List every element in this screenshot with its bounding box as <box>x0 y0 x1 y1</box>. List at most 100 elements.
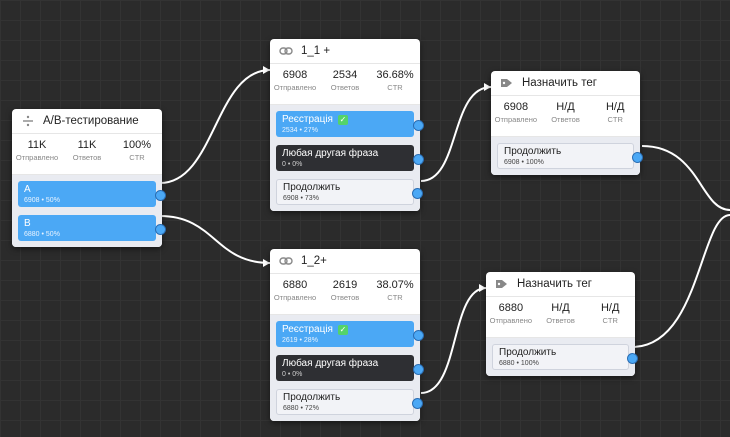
stat-answers: Н/Д <box>556 101 575 113</box>
output-port[interactable] <box>412 397 423 409</box>
button-label: Реєстрація <box>282 113 333 125</box>
button-label: Продолжить <box>504 145 562 157</box>
node-title: Назначить тег <box>522 77 597 89</box>
button-label: A <box>24 183 31 195</box>
stat-sent-label: Отправлено <box>15 153 59 162</box>
divide-icon <box>20 113 36 129</box>
output-port[interactable] <box>413 363 424 375</box>
wire-tag1-out <box>641 145 730 211</box>
check-icon: ✓ <box>337 114 348 125</box>
stat-sent: 11K <box>27 139 47 151</box>
output-port[interactable] <box>413 153 424 165</box>
node-title: А/В-тестирование <box>43 115 139 127</box>
link-icon <box>278 43 294 59</box>
button-label: Продолжить <box>283 391 341 403</box>
stat-ctr: Н/Д <box>605 101 625 113</box>
button-stats: 2619 • 28% <box>282 336 318 344</box>
node-body: Продолжить 6880 • 100% <box>486 338 638 376</box>
continue-button[interactable]: Продолжить 6880 • 100% <box>492 344 638 370</box>
tag-icon <box>494 276 510 292</box>
node-header: 1_1 + <box>270 39 420 64</box>
output-port[interactable] <box>413 329 424 341</box>
button-label: Продолжить <box>499 346 557 358</box>
stat-ctr-label: CTR <box>602 316 618 325</box>
stat-sent: 6908 <box>503 101 529 113</box>
output-port[interactable] <box>627 352 638 364</box>
output-port[interactable] <box>155 223 166 235</box>
wire-tag2-out <box>631 214 730 348</box>
output-port[interactable] <box>155 189 166 201</box>
node-header: А/В-тестирование <box>12 109 162 134</box>
stat-sent: 6908 <box>282 69 308 81</box>
variant-b-button[interactable]: B 6880 • 50% <box>18 215 166 241</box>
stat-ctr: 36.68% <box>376 69 414 81</box>
continue-button[interactable]: Продолжить 6908 • 100% <box>497 143 643 169</box>
node-title: 1_2+ <box>301 255 327 267</box>
button-stats: 6880 • 100% <box>499 359 539 367</box>
stat-answers-label: Ответов <box>546 316 575 325</box>
continue-button[interactable]: Продолжить 6908 • 73% <box>276 179 423 205</box>
stat-ctr-label: CTR <box>387 83 403 92</box>
registration-button[interactable]: Реєстрація ✓ 2619 • 28% <box>276 321 424 347</box>
stat-answers-label: Ответов <box>551 115 580 124</box>
button-stats: 6880 • 72% <box>283 404 319 412</box>
wire-b-to-1-2 <box>159 215 271 264</box>
stat-ctr: 38.07% <box>376 279 414 291</box>
button-label: B <box>24 217 31 229</box>
stat-answers-label: Ответов <box>72 153 102 162</box>
stat-sent: 6880 <box>498 302 524 314</box>
stat-sent-label: Отправлено <box>494 115 538 124</box>
wire-1-1-to-tag1 <box>420 86 492 182</box>
link-icon <box>278 253 294 269</box>
continue-button[interactable]: Продолжить 6880 • 72% <box>276 389 423 415</box>
arrow-1-1 <box>263 66 270 74</box>
stat-answers: 11K <box>77 139 97 151</box>
node-body: Продолжить 6908 • 100% <box>491 137 643 175</box>
any-phrase-button[interactable]: Любая другая фраза 0 • 0% <box>276 145 424 171</box>
wire-a-to-1-1 <box>159 69 271 184</box>
check-icon: ✓ <box>337 324 348 335</box>
button-stats: 6908 • 73% <box>283 194 319 202</box>
button-label: Продолжить <box>283 181 341 193</box>
node-body: A 6908 • 50% B 6880 • 50% <box>12 175 166 247</box>
button-label: Любая другая фраза <box>282 147 379 159</box>
node-body: Реєстрація✓ 2534 • 27% Любая другая фраз… <box>270 105 424 211</box>
stat-ctr-label: CTR <box>387 293 403 302</box>
any-phrase-button[interactable]: Любая другая фраза 0 • 0% <box>276 355 424 381</box>
output-port[interactable] <box>412 187 423 199</box>
button-label: Любая другая фраза <box>282 357 379 369</box>
stat-ctr: Н/Д <box>600 302 620 314</box>
output-port[interactable] <box>632 151 643 163</box>
stat-answers-label: Ответов <box>330 83 360 92</box>
stat-ctr-label: CTR <box>129 153 145 162</box>
button-label: Реєстрація <box>282 323 333 335</box>
node-header: 1_2+ <box>270 249 420 274</box>
node-body: Реєстрація ✓ 2619 • 28% Любая другая фраз… <box>270 315 424 421</box>
node-title: Назначить тег <box>517 278 592 290</box>
node-stats: 11K Отправлено 11K Ответов 100% CTR <box>12 134 162 175</box>
stat-answers: Н/Д <box>551 302 570 314</box>
arrow-tag1 <box>484 83 491 91</box>
wire-1-2-to-tag2 <box>420 287 487 394</box>
variant-a-button[interactable]: A 6908 • 50% <box>18 181 166 207</box>
registration-button[interactable]: Реєстрація✓ 2534 • 27% <box>276 111 424 137</box>
output-port[interactable] <box>413 119 424 131</box>
button-stats: 0 • 0% <box>282 370 303 378</box>
stat-ctr-label: CTR <box>607 115 623 124</box>
button-stats: 6908 • 50% <box>24 196 60 204</box>
button-stats: 6908 • 100% <box>504 158 544 166</box>
tag-icon <box>499 75 515 91</box>
stat-sent: 6880 <box>282 279 308 291</box>
ab-test-node[interactable]: А/В-тестирование 11K Отправлено 11K Ответо… <box>12 109 166 247</box>
button-stats: 0 • 0% <box>282 160 303 168</box>
stat-ctr: 100% <box>122 139 152 151</box>
node-title: 1_1 + <box>301 45 331 57</box>
